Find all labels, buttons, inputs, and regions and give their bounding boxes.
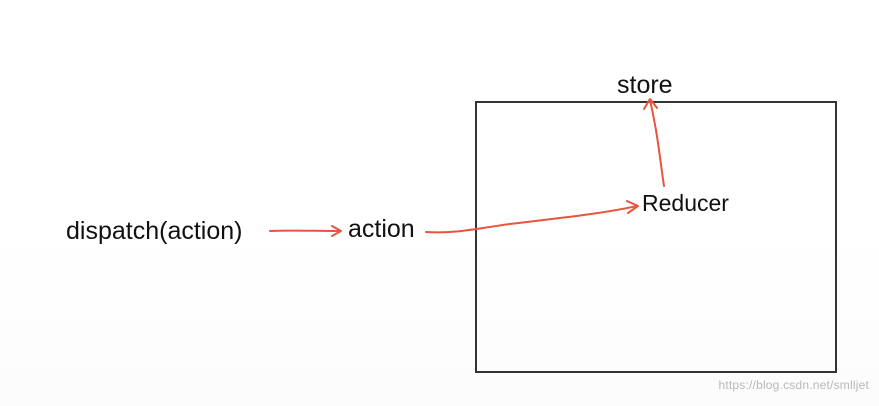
store-label: store: [617, 71, 673, 99]
arrow-reducer-to-store: [643, 98, 665, 187]
arrow-dispatch-to-action: [269, 225, 342, 237]
store-box: [475, 101, 837, 373]
reducer-label: Reducer: [642, 190, 729, 216]
dispatch-label: dispatch(action): [66, 217, 243, 245]
action-label: action: [348, 215, 415, 243]
arrow-action-to-reducer: [425, 200, 639, 234]
watermark-text: https://blog.csdn.net/smlljet: [718, 378, 869, 392]
